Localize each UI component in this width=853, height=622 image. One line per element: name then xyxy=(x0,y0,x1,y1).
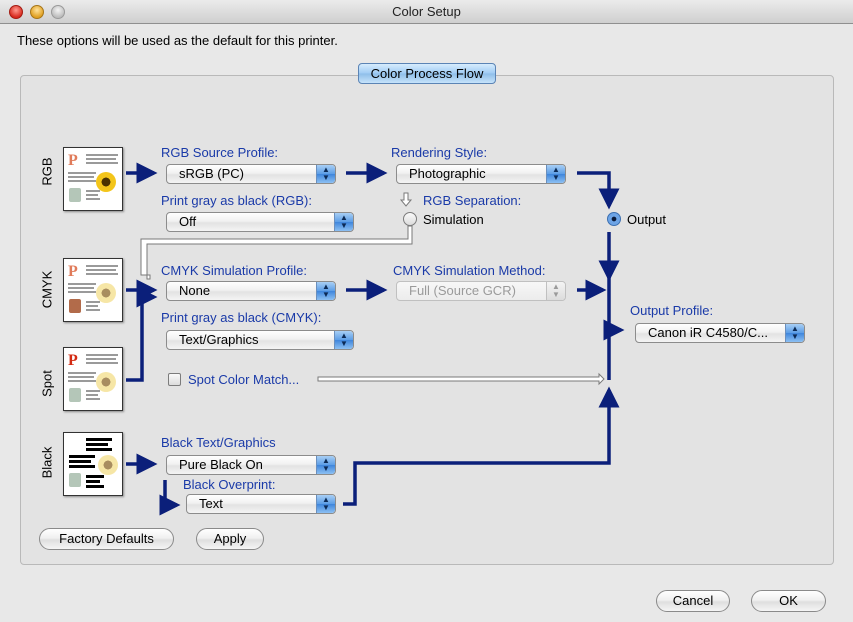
row-label-spot: Spot xyxy=(39,370,55,397)
minimize-window-button[interactable] xyxy=(30,5,44,19)
row-label-rgb: RGB xyxy=(39,157,55,186)
cmyk-method-popup: Full (Source GCR) ▲▼ xyxy=(396,281,566,301)
spot-thumbnail: P xyxy=(63,347,123,411)
black-text-label: Black Text/Graphics xyxy=(161,435,276,450)
close-window-button[interactable] xyxy=(9,5,23,19)
popup-arrows-icon: ▲▼ xyxy=(316,282,335,300)
spot-color-match-checkbox[interactable] xyxy=(168,373,181,386)
popup-arrows-icon: ▲▼ xyxy=(546,282,565,300)
popup-arrows-icon: ▲▼ xyxy=(546,165,565,183)
window-title: Color Setup xyxy=(392,4,461,19)
cmyk-method-label: CMYK Simulation Method: xyxy=(393,263,546,278)
rendering-style-popup[interactable]: Photographic ▲▼ xyxy=(396,164,566,184)
black-overprint-popup[interactable]: Text ▲▼ xyxy=(186,494,336,514)
rgb-source-label: RGB Source Profile: xyxy=(161,145,279,160)
output-profile-value: Canon iR C4580/C... xyxy=(648,325,768,340)
cmyk-method-value: Full (Source GCR) xyxy=(409,283,516,298)
factory-defaults-button[interactable]: Factory Defaults xyxy=(39,528,174,550)
spot-color-match-label[interactable]: Spot Color Match... xyxy=(188,372,300,387)
rgb-separation-label: RGB Separation: xyxy=(423,193,522,208)
intro-text: These options will be used as the defaul… xyxy=(17,33,338,48)
black-overprint-label: Black Overprint: xyxy=(183,477,276,492)
rgb-source-popup[interactable]: sRGB (PC) ▲▼ xyxy=(166,164,336,184)
cmyk-profile-label: CMYK Simulation Profile: xyxy=(161,263,307,278)
rgb-gray-black-label: Print gray as black (RGB): xyxy=(161,193,312,208)
apply-button[interactable]: Apply xyxy=(196,528,264,550)
rgb-thumbnail: P xyxy=(63,147,123,211)
color-process-flow-tab[interactable]: Color Process Flow xyxy=(358,63,496,84)
rendering-style-label: Rendering Style: xyxy=(391,145,488,160)
popup-arrows-icon: ▲▼ xyxy=(316,165,335,183)
rendering-style-value: Photographic xyxy=(409,166,486,181)
cmyk-gray-black-label: Print gray as black (CMYK): xyxy=(161,310,322,325)
simulation-radio-label[interactable]: Simulation xyxy=(423,212,484,227)
cmyk-profile-popup[interactable]: None ▲▼ xyxy=(166,281,336,301)
popup-arrows-icon: ▲▼ xyxy=(334,331,353,349)
popup-arrows-icon: ▲▼ xyxy=(785,324,804,342)
ok-button[interactable]: OK xyxy=(751,590,826,612)
popup-arrows-icon: ▲▼ xyxy=(334,213,353,231)
output-profile-popup[interactable]: Canon iR C4580/C... ▲▼ xyxy=(635,323,805,343)
popup-arrows-icon: ▲▼ xyxy=(316,495,335,513)
black-text-popup[interactable]: Pure Black On ▲▼ xyxy=(166,455,336,475)
popup-arrows-icon: ▲▼ xyxy=(316,456,335,474)
rgb-gray-black-popup[interactable]: Off ▲▼ xyxy=(166,212,354,232)
row-label-cmyk: CMYK xyxy=(39,270,55,309)
simulation-radio[interactable] xyxy=(403,212,417,226)
black-overprint-value: Text xyxy=(199,496,223,511)
rgb-gray-black-value: Off xyxy=(179,214,197,229)
cmyk-thumbnail: P xyxy=(63,258,123,322)
cmyk-gray-black-value: Text/Graphics xyxy=(179,332,259,347)
rgb-source-value: sRGB (PC) xyxy=(179,166,244,181)
output-radio-label[interactable]: Output xyxy=(627,212,667,227)
output-profile-label: Output Profile: xyxy=(630,303,714,318)
cancel-button[interactable]: Cancel xyxy=(656,590,730,612)
zoom-window-button[interactable] xyxy=(51,5,65,19)
cmyk-profile-value: None xyxy=(179,283,211,298)
cmyk-gray-black-popup[interactable]: Text/Graphics ▲▼ xyxy=(166,330,354,350)
black-text-value: Pure Black On xyxy=(179,457,263,472)
title-bar: Color Setup xyxy=(0,0,853,24)
output-radio[interactable] xyxy=(607,212,621,226)
black-thumbnail xyxy=(63,432,123,496)
row-label-black: Black xyxy=(39,446,55,479)
